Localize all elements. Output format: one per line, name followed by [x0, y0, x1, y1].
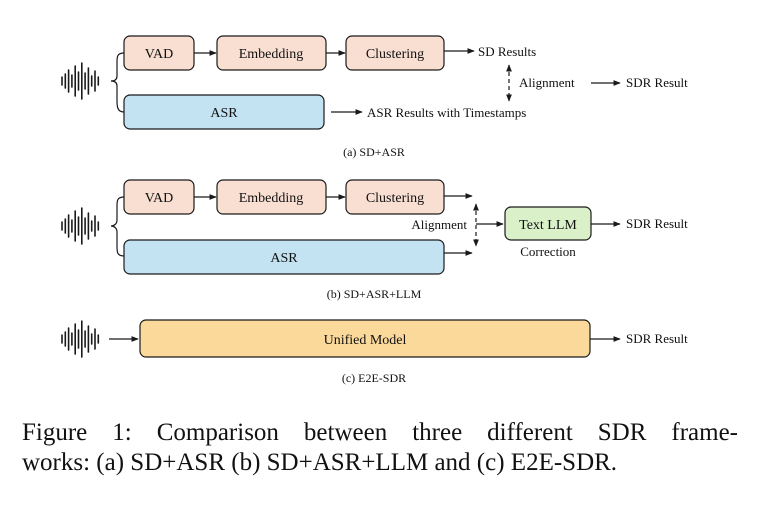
waveform-icon — [61, 320, 100, 358]
text-llm-label: Text LLM — [519, 218, 577, 233]
sdr-result-label-a: SDR Result — [626, 75, 688, 90]
waveform-icon — [61, 207, 100, 245]
embedding-label-a: Embedding — [239, 47, 304, 62]
asr-label-b: ASR — [270, 251, 298, 266]
sdr-result-label-b: SDR Result — [626, 216, 688, 231]
figure-caption-line-1: Figure 1: Comparison between three diffe… — [22, 419, 738, 446]
clustering-box-a — [345, 35, 445, 71]
clustering-box-b — [345, 179, 445, 215]
vad-label-b: VAD — [145, 191, 174, 206]
waveform-icon — [61, 62, 100, 100]
figure-caption: Figure 1: Comparison between three diffe… — [22, 418, 738, 478]
asr-box-a — [123, 94, 325, 130]
clustering-label-b: Clustering — [366, 191, 424, 206]
correction-label: Correction — [520, 244, 576, 259]
sdr-framework-diagram: VAD Embedding Clustering SD Results ASR … — [61, 35, 688, 385]
panel-b: VAD Embedding Clustering ASR Alignment T… — [61, 179, 688, 301]
sd-results-label: SD Results — [478, 44, 536, 59]
vad-label-a: VAD — [145, 47, 174, 62]
sdr-result-label-c: SDR Result — [626, 331, 688, 346]
panel-b-caption: (b) SD+ASR+LLM — [327, 287, 422, 301]
alignment-label-a: Alignment — [519, 75, 575, 90]
asr-box-b — [123, 239, 445, 275]
panel-c-caption: (c) E2E-SDR — [342, 371, 406, 385]
panel-c: Unified Model SDR Result (c) E2E-SDR — [61, 319, 688, 385]
panel-a: VAD Embedding Clustering SD Results ASR … — [61, 35, 688, 159]
panel-a-caption: (a) SD+ASR — [343, 145, 405, 159]
embedding-label-b: Embedding — [239, 191, 304, 206]
asr-results-label: ASR Results with Timestamps — [367, 105, 526, 120]
figure-caption-line-2: works: (a) SD+ASR (b) SD+ASR+LLM and (c)… — [22, 449, 618, 476]
clustering-label-a: Clustering — [366, 47, 424, 62]
brace-a — [110, 52, 125, 113]
unified-model-label: Unified Model — [324, 333, 407, 348]
alignment-label-b: Alignment — [411, 217, 467, 232]
asr-label-a: ASR — [210, 106, 238, 121]
brace-b — [110, 196, 125, 257]
